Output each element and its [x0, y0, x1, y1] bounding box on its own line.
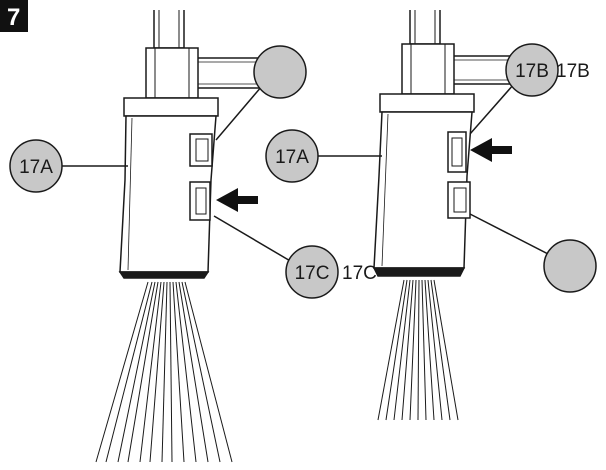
right-push-arrow: [470, 138, 512, 162]
right-sprayer: [372, 10, 512, 277]
right-callout-bottom: [469, 213, 597, 293]
left-spray-label-extra: 17C: [342, 263, 377, 284]
right-stream-label: 17B: [515, 61, 549, 82]
right-top-band: [379, 93, 475, 113]
right-body-label: 17A: [275, 147, 309, 168]
right-spray-lines: [377, 279, 459, 421]
left-body-label: 17A: [19, 157, 53, 178]
left-spray-lines: [95, 281, 233, 463]
right-callout-17a: 17A: [265, 129, 382, 183]
left-push-arrow: [216, 188, 258, 212]
left-callout-17a: 17A: [9, 139, 128, 193]
left-spray-label: 17C: [295, 263, 330, 284]
right-callout-17b: 17B 17B: [469, 43, 590, 135]
left-collar: [145, 47, 199, 99]
right-stream-label-extra: 17B: [556, 61, 590, 82]
left-callout-17c: 17C 17C: [213, 215, 377, 299]
step-number: 7: [7, 4, 20, 31]
left-callout-top: [215, 45, 307, 141]
left-top-band: [123, 97, 219, 117]
right-collar: [401, 43, 455, 95]
left-sprayer: [118, 10, 262, 279]
step-badge: 7: [0, 0, 28, 32]
